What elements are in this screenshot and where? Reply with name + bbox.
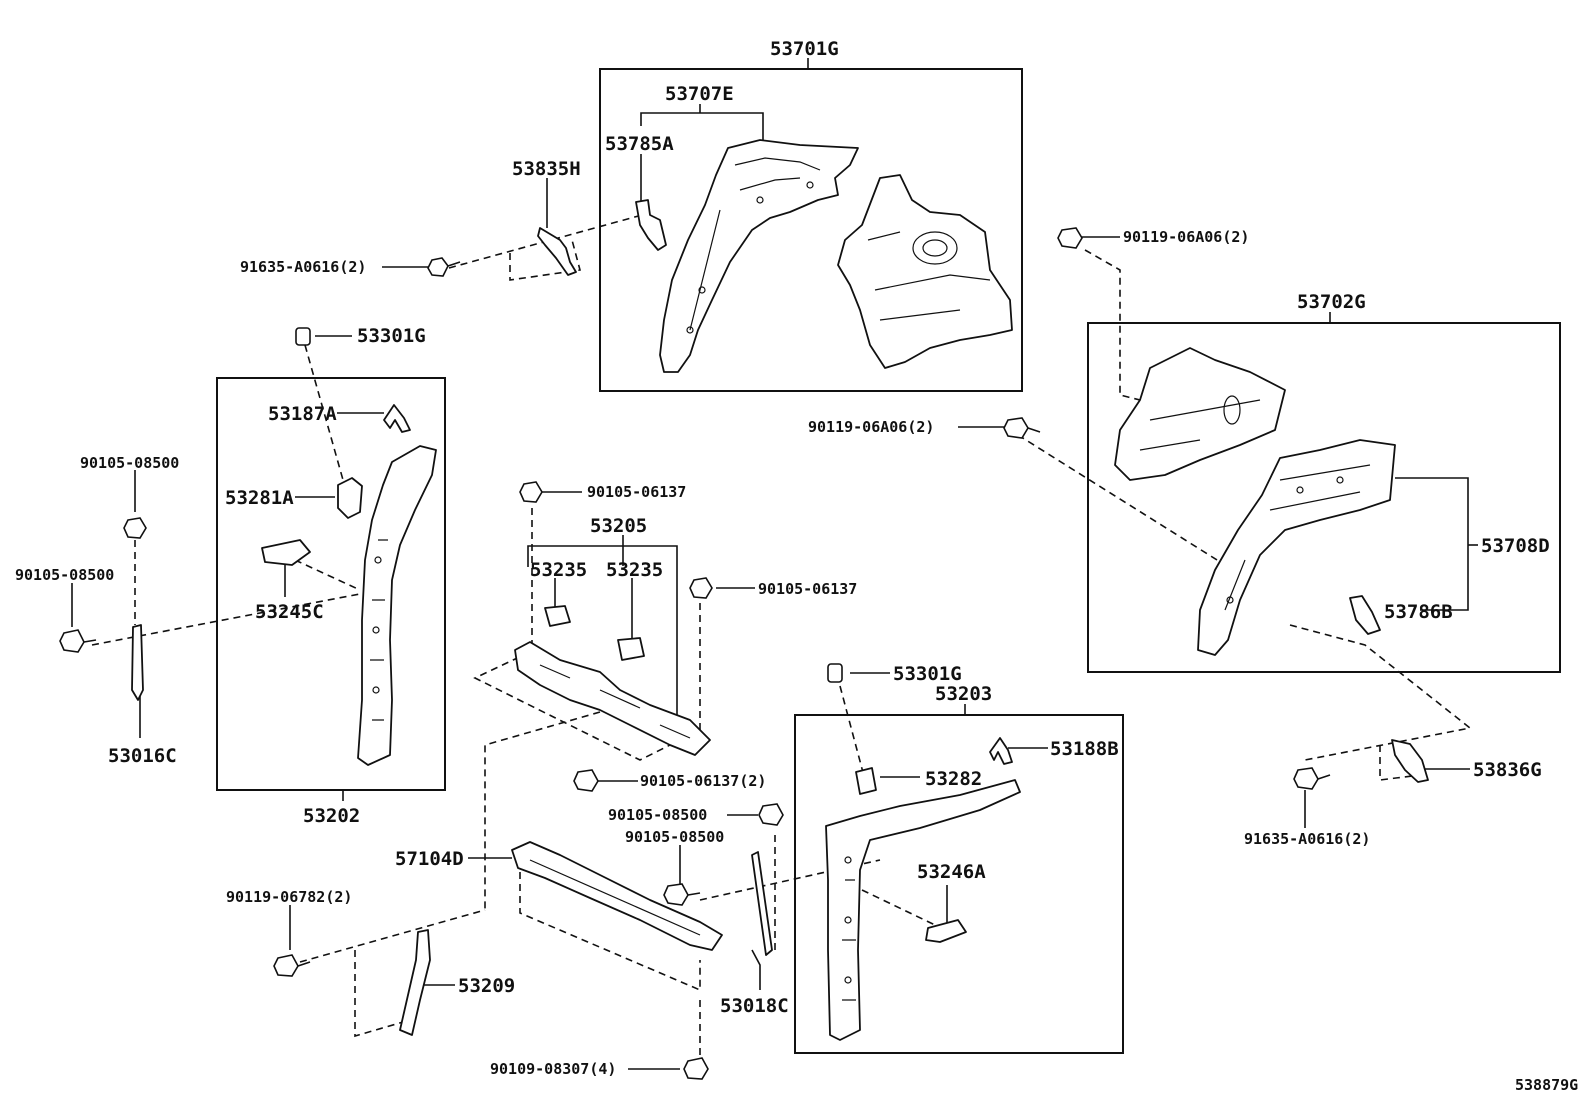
part-53282 bbox=[855, 767, 877, 795]
part-53245C bbox=[261, 539, 311, 566]
part-53785A bbox=[635, 199, 667, 251]
bolt-91635-right bbox=[1293, 767, 1331, 790]
bolt-90105-08500-a bbox=[123, 517, 147, 539]
part-53708D bbox=[1197, 439, 1396, 656]
label-90105-06137-2: 90105-06137(2) bbox=[640, 772, 766, 790]
label-53707E: 53707E bbox=[665, 83, 734, 105]
part-53281A bbox=[337, 477, 363, 519]
label-53245C: 53245C bbox=[255, 601, 324, 623]
part-57104D bbox=[511, 841, 723, 951]
label-53187A: 53187A bbox=[268, 403, 337, 425]
label-53188B: 53188B bbox=[1050, 738, 1119, 760]
label-90105-06137-b: 90105-06137 bbox=[758, 580, 857, 598]
label-53209: 53209 bbox=[458, 975, 515, 997]
label-53301G-a: 53301G bbox=[357, 325, 426, 347]
bolt-90109-08307 bbox=[683, 1057, 709, 1080]
label-90119-06782: 90119-06782(2) bbox=[226, 888, 352, 906]
label-53836G: 53836G bbox=[1473, 759, 1542, 781]
label-90119-06A06-a: 90119-06A06(2) bbox=[1123, 228, 1249, 246]
label-53203: 53203 bbox=[935, 683, 992, 705]
part-53188B bbox=[989, 737, 1013, 765]
box-53701G bbox=[599, 68, 1023, 392]
label-53235-b: 53235 bbox=[606, 559, 663, 581]
label-57104D: 57104D bbox=[395, 848, 464, 870]
part-53203-pillar bbox=[825, 779, 1021, 1041]
label-53282: 53282 bbox=[925, 768, 982, 790]
bolt-90105-08500-d bbox=[663, 883, 701, 906]
part-53209 bbox=[399, 929, 431, 1036]
label-53235-a: 53235 bbox=[530, 559, 587, 581]
label-91635-A0616-left: 91635-A0616(2) bbox=[240, 258, 366, 276]
label-53205: 53205 bbox=[590, 515, 647, 537]
label-90105-08500-c: 90105-08500 bbox=[608, 806, 707, 824]
part-wheel-house-top-right bbox=[837, 174, 1013, 369]
label-53018C: 53018C bbox=[720, 995, 789, 1017]
label-91635-A0616-right: 91635-A0616(2) bbox=[1244, 830, 1370, 848]
diagram-id: 538879G bbox=[1515, 1076, 1578, 1094]
box-53202 bbox=[216, 377, 446, 791]
part-53786B bbox=[1349, 595, 1381, 635]
nut-53301G-top bbox=[295, 327, 311, 346]
bolt-90119-06782 bbox=[273, 954, 311, 977]
part-53235-b bbox=[617, 637, 645, 661]
part-53202-pillar bbox=[357, 445, 437, 766]
label-53016C: 53016C bbox=[108, 745, 177, 767]
label-53246A: 53246A bbox=[917, 861, 986, 883]
label-53785A: 53785A bbox=[605, 133, 674, 155]
nut-53301G-bottom bbox=[827, 663, 843, 683]
label-53281A: 53281A bbox=[225, 487, 294, 509]
bolt-90119-06A06-a bbox=[1057, 227, 1083, 249]
label-53702G: 53702G bbox=[1297, 291, 1366, 313]
part-53016C bbox=[131, 624, 144, 701]
bolt-90105-06137-b bbox=[689, 577, 713, 599]
box-53702G bbox=[1087, 322, 1561, 673]
label-53202: 53202 bbox=[303, 805, 360, 827]
label-90105-06137-a: 90105-06137 bbox=[587, 483, 686, 501]
label-90105-08500-a: 90105-08500 bbox=[80, 454, 179, 472]
bolt-90105-06137-c bbox=[573, 769, 599, 792]
bolt-90119-06A06-b bbox=[1003, 417, 1041, 439]
label-90105-08500-b: 90105-08500 bbox=[15, 566, 114, 584]
part-53187A bbox=[383, 404, 411, 433]
label-90119-06A06-b: 90119-06A06(2) bbox=[808, 418, 934, 436]
part-53835H bbox=[537, 227, 577, 276]
bolt-91635-left bbox=[427, 257, 461, 277]
part-53018C bbox=[751, 851, 773, 956]
box-53203 bbox=[794, 714, 1124, 1054]
bolt-90105-08500-b bbox=[59, 629, 97, 653]
part-53707E bbox=[659, 139, 859, 373]
bolt-90105-08500-c bbox=[758, 803, 784, 826]
label-53701G: 53701G bbox=[770, 38, 839, 60]
part-53836G bbox=[1391, 739, 1429, 783]
bolt-90105-06137-a bbox=[519, 481, 543, 503]
label-90109-08307: 90109-08307(4) bbox=[490, 1060, 616, 1078]
part-wheel-house-top-right-box bbox=[1114, 347, 1286, 481]
part-53205 bbox=[514, 641, 711, 756]
label-90105-08500-d: 90105-08500 bbox=[625, 828, 724, 846]
label-53301G-b: 53301G bbox=[893, 663, 962, 685]
label-53786B: 53786B bbox=[1384, 601, 1453, 623]
part-53246A bbox=[925, 919, 967, 943]
label-53835H: 53835H bbox=[512, 158, 581, 180]
part-53235-a bbox=[544, 605, 571, 627]
label-53708D: 53708D bbox=[1481, 535, 1550, 557]
